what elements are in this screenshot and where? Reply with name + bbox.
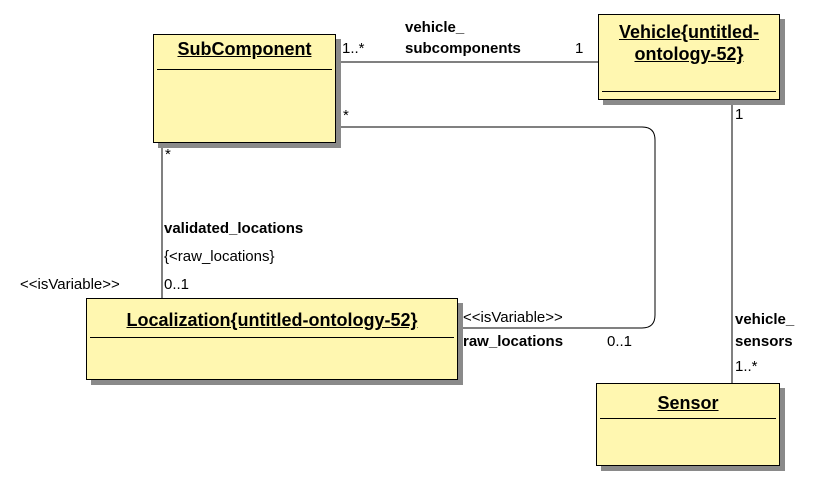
sensor-class-name: Sensor [657, 393, 719, 413]
sensor-class[interactable]: Sensor [596, 383, 780, 466]
raw-locations-loc-multiplicity: 0..1 [607, 333, 633, 350]
sensor-attributes-divider [600, 418, 776, 419]
raw-locations-stereotype: <<isVariable>> [463, 309, 563, 326]
validated-locations-constraint: {<raw_locations} [164, 248, 275, 265]
subcomponent-class-name: SubComponent [177, 39, 312, 59]
raw-locations-name: raw_locations [463, 333, 564, 350]
vehicle-sensors-name-line2: sensors [735, 333, 793, 350]
vehicle-class-name: Vehicle{untitled- ontology-52} [599, 15, 779, 65]
vehicle-attributes-divider [602, 91, 776, 92]
vehicle-class-name-line1: Vehicle{untitled- [618, 22, 760, 42]
subcomponent-attributes-divider [157, 69, 332, 70]
localization-class[interactable]: Localization{untitled-ontology-52} [86, 298, 458, 380]
raw-locations-sub-multiplicity: * [343, 107, 349, 124]
validated-locations-name: validated_locations [164, 220, 304, 237]
validated-locations-loc-multiplicity: 0..1 [164, 276, 190, 293]
vehicle-class-name-line2: ontology-52} [634, 44, 744, 64]
vehicle-class[interactable]: Vehicle{untitled- ontology-52} [598, 14, 780, 100]
localization-attributes-divider [90, 337, 454, 338]
raw-locations-line[interactable] [336, 126, 656, 329]
vehicle-sensors-name-line1: vehicle_ [735, 311, 795, 328]
subcomponent-class[interactable]: SubComponent [153, 34, 336, 143]
vehicle-subcomponents-sub-multiplicity: 1..* [342, 40, 365, 57]
vehicle-subcomponents-name-line1: vehicle_ [405, 19, 465, 36]
validated-locations-stereotype: <<isVariable>> [20, 276, 120, 293]
vehicle-sensors-vehicle-multiplicity: 1 [735, 106, 744, 123]
vehicle-sensors-sensor-multiplicity: 1..* [735, 358, 758, 375]
vehicle-subcomponents-name-line2: subcomponents [405, 40, 521, 57]
validated-locations-sub-multiplicity: * [165, 146, 171, 163]
localization-class-name: Localization{untitled-ontology-52} [126, 310, 418, 330]
vehicle-subcomponents-vehicle-multiplicity: 1 [575, 40, 584, 57]
